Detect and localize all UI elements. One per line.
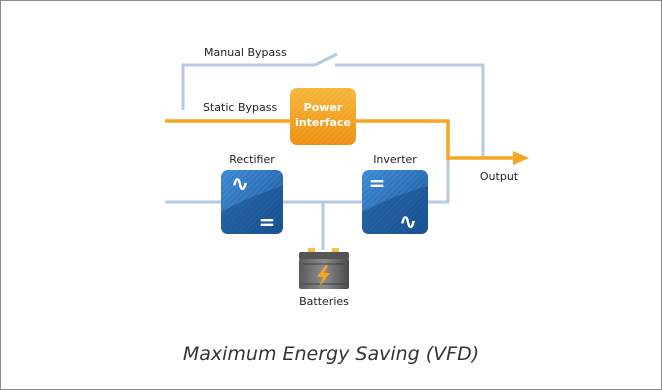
inverter-label: Inverter [373,153,417,166]
ac-sine-icon: ∿ [399,210,417,235]
inverter-box: = ∿ [362,170,428,235]
battery-icon [299,248,349,289]
manual-bypass-label: Manual Bypass [204,46,287,59]
power-interface-box: Power interface [290,88,356,145]
lightning-bolt-icon [317,265,330,287]
manual-bypass-line [181,52,485,158]
ac-sine-icon: ∿ [231,172,249,197]
bypass-switch [314,52,338,67]
static-bypass-active-line [165,119,529,165]
rectifier-box: ∿ = [221,170,283,234]
power-interface-label-1: Power [304,101,343,114]
output-label: Output [480,170,519,183]
main-path-line [165,158,450,250]
dc-equals-icon: = [369,171,386,195]
diagram-caption: Maximum Energy Saving (VFD) [182,343,480,365]
batteries-label: Batteries [299,295,349,308]
power-interface-label-2: interface [295,116,351,129]
dc-equals-icon: = [259,210,276,234]
output-arrow-icon [513,151,529,165]
rectifier-label: Rectifier [229,153,275,166]
static-bypass-label: Static Bypass [203,101,277,114]
